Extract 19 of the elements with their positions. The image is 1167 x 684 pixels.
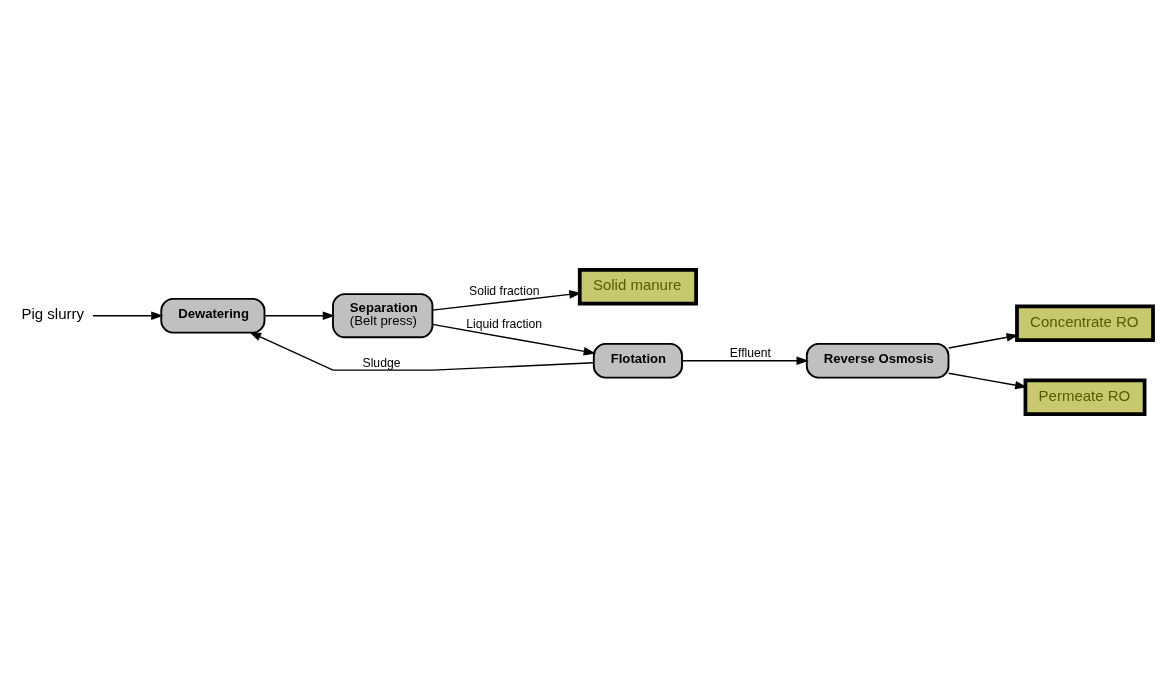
- node-box: Permeate RO: [1023, 378, 1147, 417]
- edge-label: Effluent: [729, 346, 771, 361]
- edge-label: Liquid fraction: [466, 317, 543, 332]
- node-box: Reverse Osmosis: [805, 342, 950, 379]
- node-box: Concentrate RO: [1015, 304, 1155, 342]
- node-box: Dewatering: [160, 297, 266, 334]
- arrow: [263, 311, 335, 320]
- edge-label: Sludge: [362, 355, 401, 370]
- edge-label: Solid fraction: [469, 283, 540, 298]
- arrow: [92, 311, 164, 320]
- arrow: [431, 290, 582, 311]
- node-box: Separation (Belt press): [332, 293, 434, 339]
- node-box: Solid manure: [577, 267, 698, 306]
- arrow: [248, 331, 595, 371]
- arrow: [431, 323, 596, 356]
- arrow: [681, 356, 809, 366]
- node-text: Pig slurry: [21, 305, 84, 323]
- node-box: Flotation: [592, 342, 683, 379]
- arrow: [948, 333, 1019, 349]
